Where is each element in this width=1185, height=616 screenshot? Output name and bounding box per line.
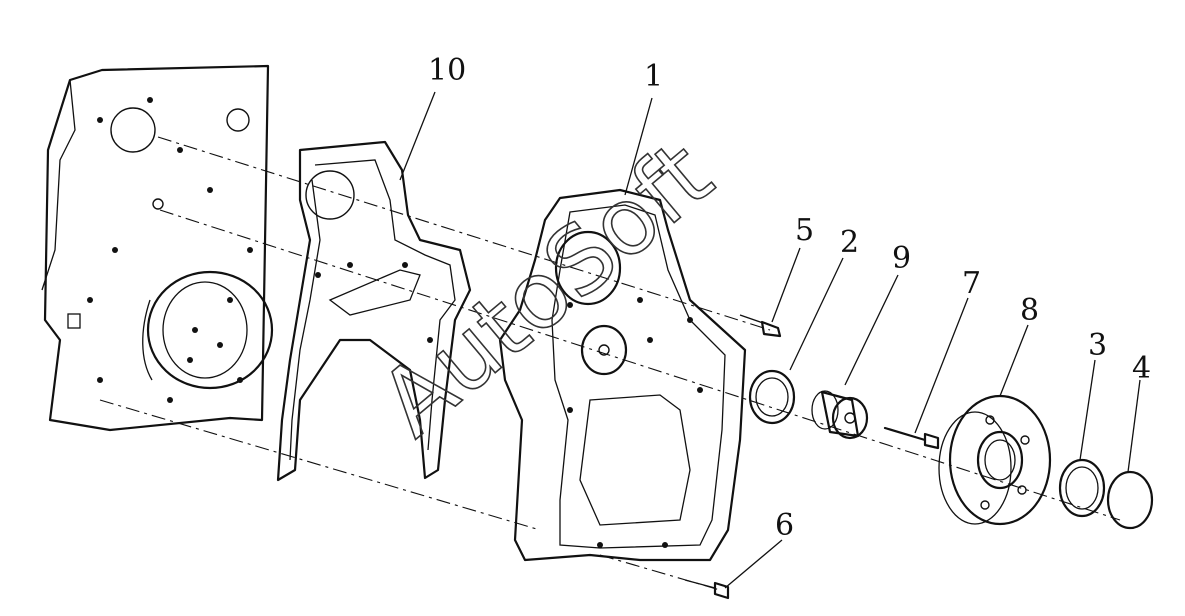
- part-3-ring: [1058, 458, 1106, 518]
- callout-8: 8: [1020, 293, 1039, 328]
- engine-block: [41, 64, 274, 432]
- part-8-pulley: [938, 394, 1052, 526]
- part-4-o-ring: [1106, 470, 1154, 530]
- part-7-bolt: [883, 426, 940, 450]
- callout-9: 9: [892, 241, 911, 276]
- part-5-bolt: [739, 314, 782, 338]
- part-2-seal-ring: [748, 369, 796, 425]
- leader-lines: [399, 91, 1141, 589]
- callout-labels: 10 1 5 2 9 7 8 3 4 6: [428, 53, 1151, 543]
- callout-1: 1: [644, 59, 663, 94]
- part-6-bolt: [684, 579, 730, 600]
- part-10-gasket: [276, 140, 472, 482]
- callout-2: 2: [840, 225, 859, 260]
- callout-6: 6: [775, 508, 794, 543]
- callout-7: 7: [962, 266, 981, 301]
- part-1-front-cover: [498, 188, 747, 562]
- callout-5: 5: [795, 213, 814, 248]
- part-9-sleeve: [811, 390, 869, 440]
- callout-10: 10: [428, 53, 466, 88]
- callout-4: 4: [1132, 351, 1151, 386]
- callout-3: 3: [1088, 328, 1107, 363]
- assembly-center-lines: [99, 136, 1121, 591]
